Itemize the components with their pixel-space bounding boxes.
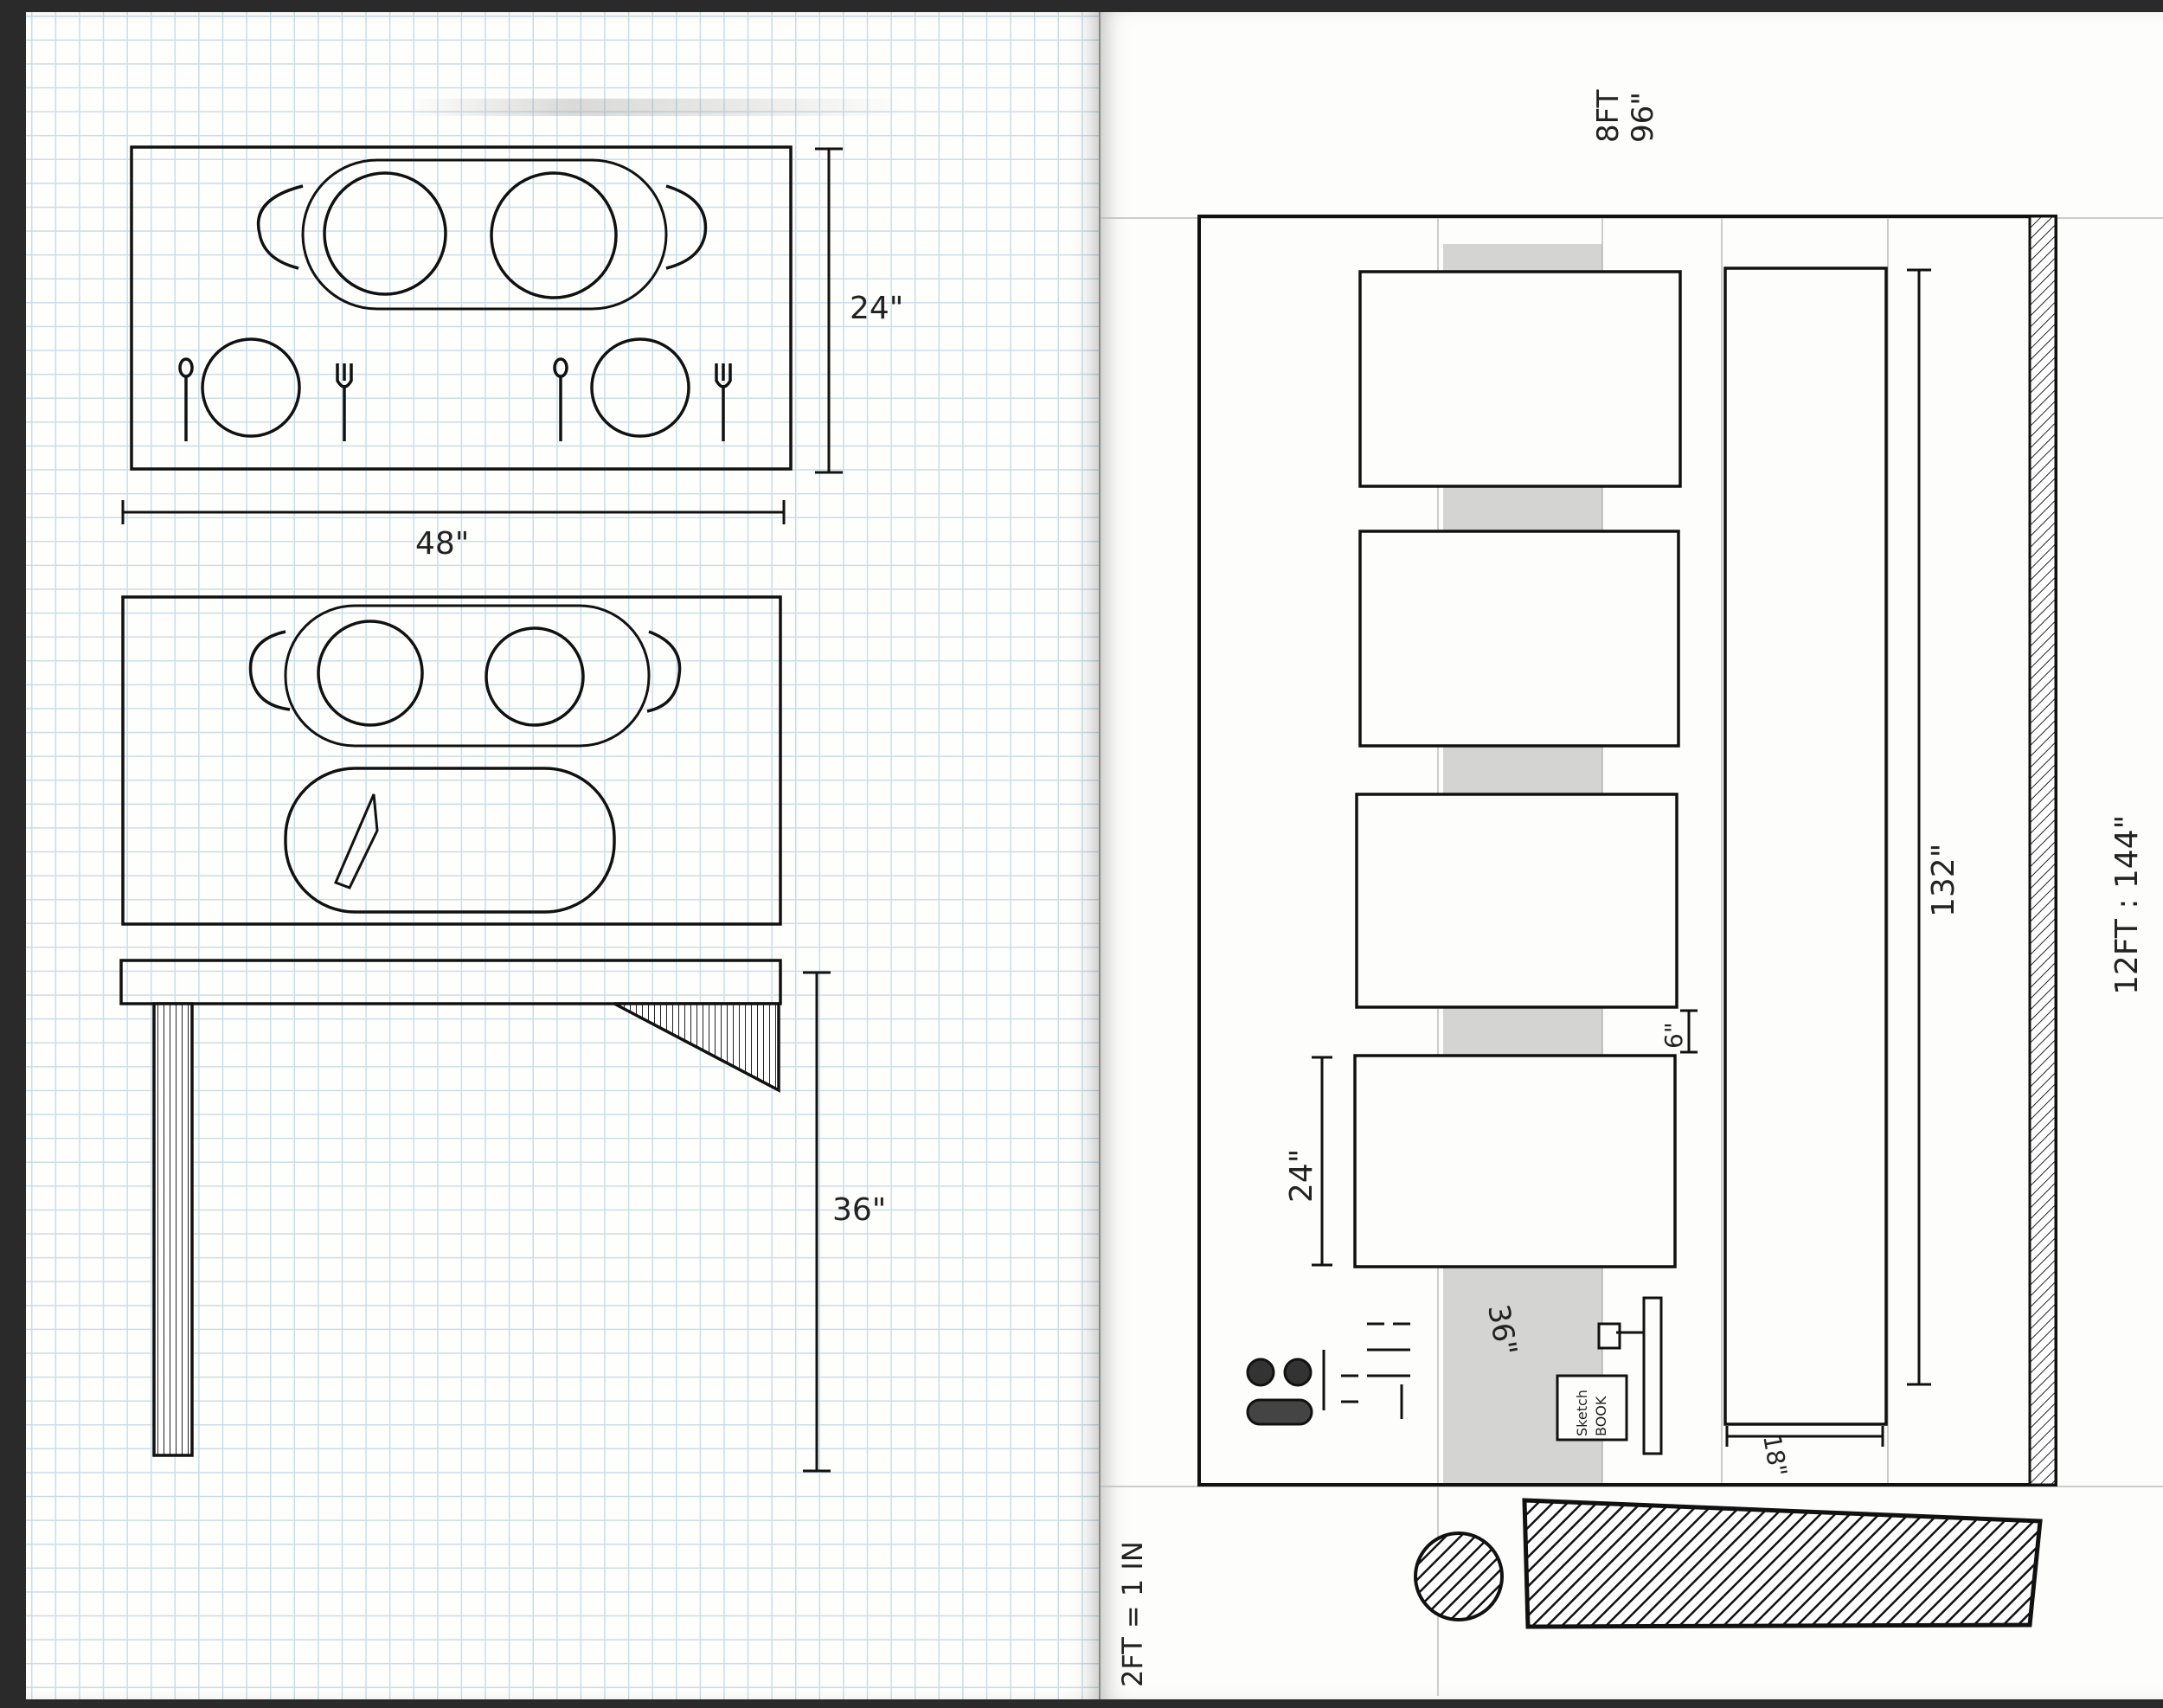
tables-group [1353, 270, 1682, 1268]
dimension-6 [1680, 1009, 1698, 1054]
dim-table-depth: 24" [1284, 1149, 1319, 1203]
hatched-trapezoid [1522, 1498, 2043, 1629]
table-top-plan-2 [121, 595, 782, 926]
counter [1723, 266, 1888, 1426]
left-notebook-page [26, 12, 1099, 1699]
sketchbook-label-2: BOOK [1593, 1396, 1609, 1436]
dim-counter-depth: 18" [1757, 1432, 1793, 1479]
table-elevation [119, 959, 782, 1457]
entry-icons [1246, 1322, 1410, 1426]
table-top-plan-1 [130, 145, 793, 471]
round-stool-icon [1283, 1358, 1313, 1387]
dim-table-height: 36" [832, 1192, 886, 1228]
hatched-circle [1414, 1531, 1504, 1621]
sketchbook-label-1: Sketch [1574, 1390, 1590, 1436]
dim-room-depth-line2: 96" [1626, 92, 1660, 143]
dimension-18 [1725, 1426, 1884, 1447]
dimension-24-right [1312, 1056, 1332, 1267]
dim-room-depth-line1: 8FT [1591, 89, 1626, 143]
scale-note: 2FT = 1 IN [1116, 1541, 1149, 1687]
dimension-48 [121, 500, 786, 524]
dim-counter-length: 132" [1926, 844, 1961, 917]
table-3 [1355, 793, 1678, 1009]
sketchbook-stand: Sketch BOOK [1556, 1296, 1663, 1455]
table-4 [1353, 1054, 1677, 1268]
page-stain [407, 99, 908, 116]
bench-icon [1246, 1398, 1313, 1426]
dim-table-gap: 6" [1659, 1022, 1688, 1049]
dimension-36-left [803, 971, 831, 1473]
dim-top-plan-depth: 24" [850, 291, 903, 326]
table-1 [1358, 270, 1682, 488]
dim-room-length: 12FT : 144" [2109, 815, 2145, 995]
dimension-132 [1907, 268, 1931, 1386]
dimension-24-left [815, 147, 843, 474]
dim-table-width: 48" [415, 526, 469, 562]
table-2 [1358, 530, 1680, 748]
round-stool-icon [1246, 1358, 1275, 1387]
hatched-wall [2028, 215, 2057, 1486]
